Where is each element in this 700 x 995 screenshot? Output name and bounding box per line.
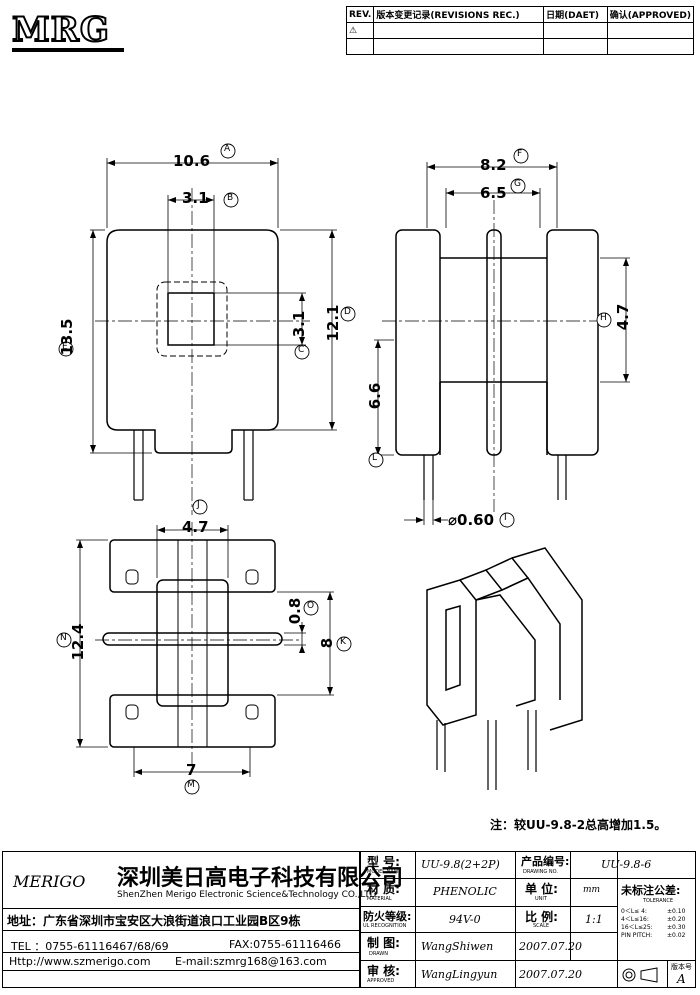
callout-l: L	[372, 453, 378, 463]
logo-underline	[12, 48, 124, 52]
callout-i: I	[504, 513, 507, 523]
callout-o: O	[307, 601, 315, 611]
drawing-no-value: UU-9.8-6	[601, 858, 652, 871]
dim-bottom-flange: 0.8	[286, 597, 304, 625]
tolerance-value: ±0.02	[667, 932, 686, 939]
tolerance-range: PIN PITCH:	[621, 932, 653, 939]
dim-side-pin-dia: ⌀0.60	[448, 511, 495, 529]
merigo-logo: MERIGO	[13, 872, 86, 891]
approved-by-value: WangLingyun	[421, 968, 498, 981]
label-approved-en: APPROVED	[367, 978, 395, 984]
unit-value: mm	[583, 885, 601, 895]
callout-g: G	[514, 179, 521, 189]
bottom-view-top-flange	[109, 539, 276, 593]
bottom-view-core	[156, 579, 229, 707]
company-website: Http://www.szmerigo.com	[9, 955, 151, 968]
company-tel: TEL ：0755-61116467/68/69	[11, 940, 169, 953]
label-drawn: 制 图:	[367, 936, 400, 950]
label-fire-en: UL RECOGNITION	[363, 923, 407, 929]
drawn-by-value: WangShiwen	[421, 940, 494, 953]
label-unit-en: UNIT	[535, 896, 547, 902]
drawing-note: 注：较UU-9.8-2总高增加1.5。	[490, 818, 667, 832]
label-tolerance-en: TOLERANCE	[643, 898, 674, 904]
dim-top-height-inner: 12.1	[324, 304, 342, 342]
approved-date-value: 2007.07.20	[519, 968, 582, 981]
material-value: PHENOLIC	[433, 885, 497, 898]
version-value: A	[677, 972, 686, 986]
company-address: 地址：广东省深圳市宝安区大浪街道浪口工业园B区9栋	[7, 914, 301, 928]
rev-cell	[345, 38, 375, 55]
side-view-right-flange	[546, 229, 599, 456]
dim-bottom-height: 12.4	[69, 623, 87, 661]
dim-bottom-bottom: 7	[186, 761, 197, 779]
callout-m: M	[187, 780, 195, 790]
tolerance-range: 0＜L≤ 4:	[621, 908, 647, 915]
title-block: MERIGO 深圳美日高电子科技有限公司 ShenZhen Merigo Ele…	[2, 851, 696, 988]
label-fire: 防火等级:	[363, 910, 412, 923]
dim-bottom-pitch: 8	[318, 637, 336, 649]
dim-side-inner: 6.5	[480, 184, 507, 202]
fire-value: 94V-0	[449, 913, 481, 926]
callout-d: D	[344, 307, 351, 317]
technical-drawing	[56, 143, 630, 795]
label-unit: 单 位:	[525, 882, 558, 896]
company-fax: FAX:0755-61116466	[229, 938, 342, 951]
dim-top-core: 3.1	[182, 189, 209, 207]
dim-top-core-height: 3.1	[290, 310, 308, 338]
dim-side-lead-height: 6.6	[366, 382, 384, 410]
top-view-outline	[106, 229, 279, 454]
label-drawing-no: 产品编号:	[521, 855, 570, 868]
callout-c: C	[298, 345, 305, 355]
label-model-en: MODEL NAME	[367, 869, 402, 875]
rev-cell	[373, 38, 545, 55]
bottom-view-bottom-flange	[109, 694, 276, 748]
label-scale-en: SCALE	[533, 923, 550, 929]
company-email: E-mail:szmrg168@163.com	[175, 955, 327, 968]
mrg-logo: MRG	[11, 9, 110, 51]
company-name-cn: 深圳美日高电子科技有限公司	[117, 865, 404, 891]
scale-value: 1:1	[585, 913, 603, 926]
callout-f: F	[517, 149, 523, 159]
top-view-core	[167, 292, 215, 346]
bottom-view-separator	[102, 632, 283, 646]
side-view-left-flange	[395, 229, 441, 456]
label-drawing-no-en: DRAWING NO.	[523, 869, 558, 875]
tolerance-range: 4＜L≤16:	[621, 916, 649, 923]
tolerance-range: 16＜L≤25:	[621, 924, 653, 931]
model-value: UU-9.8(2+2P)	[421, 858, 500, 871]
label-approved: 审 核:	[367, 964, 400, 978]
label-tolerance: 未标注公差:	[621, 884, 681, 897]
drawn-date-value: 2007.07.20	[519, 940, 582, 953]
dim-side-width: 8.2	[480, 156, 507, 174]
iso-view-bobbin-front	[426, 579, 477, 726]
label-version: 版本号	[671, 963, 692, 971]
label-drawn-en: DRAWN	[369, 951, 388, 957]
tolerance-value: ±0.10	[667, 908, 686, 915]
callout-b: B	[227, 193, 234, 203]
callout-j: J	[197, 500, 200, 510]
callout-e: E	[62, 342, 68, 352]
callout-h: H	[600, 313, 607, 323]
label-material: 材 质:	[367, 882, 400, 896]
projection-symbol	[622, 967, 658, 983]
callout-k: K	[340, 637, 346, 647]
tolerance-value: ±0.30	[667, 924, 686, 931]
company-name-en: ShenZhen Merigo Electronic Science&Techn…	[117, 890, 377, 900]
label-model: 型 号:	[367, 855, 400, 869]
dim-bottom-top: 4.7	[182, 518, 209, 536]
label-material-en: MATERIAL	[367, 896, 392, 902]
label-scale: 比 例:	[525, 910, 558, 924]
tolerance-value: ±0.20	[667, 916, 686, 923]
callout-a: A	[224, 144, 231, 154]
rev-cell	[606, 38, 695, 55]
callout-n: N	[60, 633, 67, 643]
dim-side-height: 4.7	[614, 303, 632, 331]
dim-top-width: 10.6	[173, 152, 211, 170]
revision-table: REV. 版本变更记录(REVISIONS REC.) 日期(DAET) 确认(…	[345, 6, 695, 55]
